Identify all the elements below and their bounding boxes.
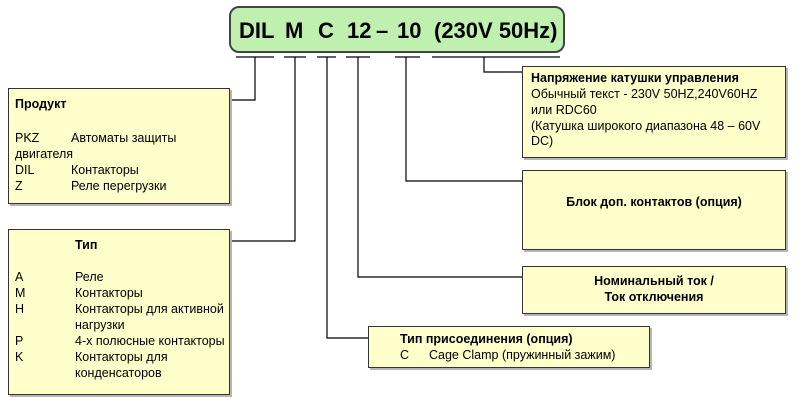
voltage-line-3: (Катушка широкого диапазона 48 – 60V [531,119,761,133]
voltage-line-1: Обычный текст - 230V 50HZ,240V60HZ [531,87,758,101]
product-box: Продукт PKZ Автоматы защиты двигателя DI… [8,88,230,204]
connection-code: C [400,348,410,362]
type-code: P [15,334,24,348]
rated-current-box: Номинальный ток / Ток отключения [522,266,786,314]
code-dash: – [376,18,389,43]
connector-voltage [483,57,522,73]
aux-contact-box: Блок доп. контактов (опция) [522,170,786,250]
code-m: M [285,18,304,43]
type-desc: Контакторы для [75,350,168,364]
rated-current-line-2: Ток отключения [604,290,704,304]
type-code: K [15,350,24,364]
code-voltage: (230V 50Hz) [434,18,558,43]
type-code: A [15,270,24,284]
type-desc: Контакторы [75,286,143,300]
code-10: 10 [397,18,422,43]
product-desc: Контакторы [71,163,139,177]
type-desc: Контакторы для активной [75,302,224,316]
code-c: C [318,18,334,43]
rated-current-line-1: Номинальный ток / [594,274,714,288]
connection-desc: Cage Clamp (пружинный зажим) [429,348,616,362]
type-desc: нагрузки [75,318,125,332]
product-code: Z [15,179,23,193]
voltage-line-4: DC) [531,134,554,148]
type-desc: Реле [75,270,104,284]
product-desc: Автоматы защиты [71,131,177,145]
model-code-banner: DIL M C 12 – 10 (230V 50Hz) [229,6,565,53]
connector-connection [326,57,368,339]
aux-contact-title: Блок доп. контактов (опция) [566,195,742,209]
connection-type-box: Тип присоединения (опция) C Cage Clamp (… [368,326,650,368]
type-desc: конденсаторов [75,366,162,380]
code-12: 12 [347,18,372,43]
type-desc: 4-х полюсные контакторы [75,334,225,348]
product-code: PKZ [15,131,40,145]
product-desc: Реле перегрузки [71,179,167,193]
connector-aux [405,57,522,182]
voltage-box: Напряжение катушки управления Обычный те… [522,66,786,158]
connector-product [230,57,256,101]
type-title: Тип [75,238,98,252]
connection-title: Тип присоединения (опция) [400,332,573,346]
connector-current [357,57,522,278]
code-dil: DIL [239,18,275,43]
type-box: Тип A Реле M Контакторы H Контакторы для… [8,229,230,395]
connector-type [230,57,296,242]
type-code: M [15,286,26,300]
product-title: Продукт [15,97,67,111]
type-code: H [15,302,25,316]
product-desc: двигателя [15,147,74,161]
voltage-line-2: или RDC60 [531,103,597,117]
voltage-title: Напряжение катушки управления [531,71,739,85]
product-code: DIL [15,163,35,177]
